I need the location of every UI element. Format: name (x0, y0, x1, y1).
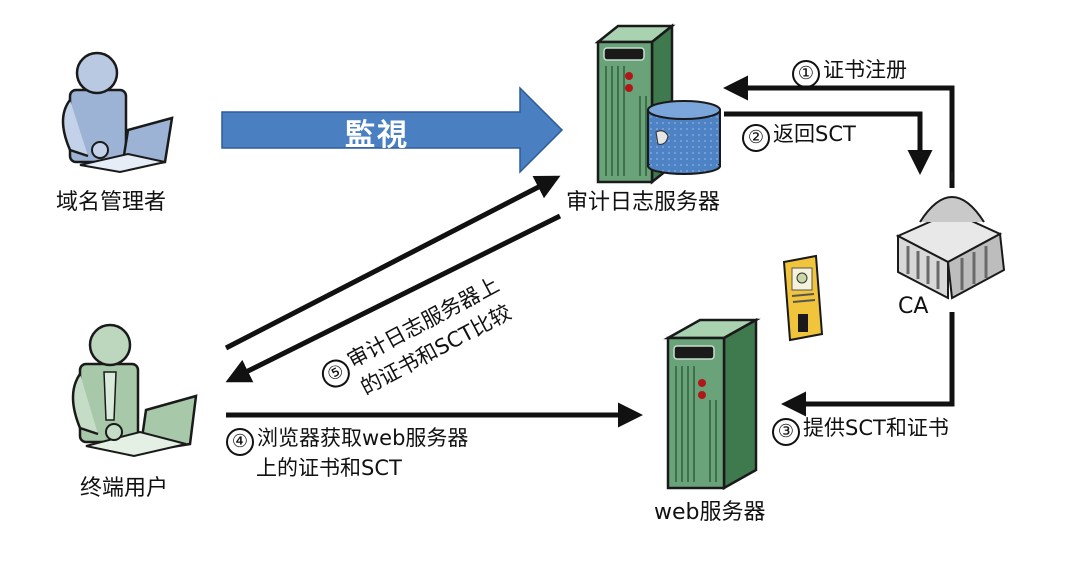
step-number: ③ (772, 418, 800, 446)
database-icon (647, 100, 721, 175)
monitor-arrow (221, 86, 564, 174)
step-number: ④ (226, 428, 254, 456)
step-number: ① (792, 60, 820, 88)
end-user-icon (71, 323, 198, 458)
certificate-icon (782, 254, 824, 342)
step3-arrow (781, 312, 955, 417)
step-number: ② (742, 124, 770, 152)
web-server-label: web服务器 (654, 500, 766, 525)
monitor-arrow-label: 監視 (345, 118, 409, 153)
end-user-label: 终端用户 (80, 476, 169, 501)
domain-admin-icon (61, 51, 174, 174)
ca-building-icon (895, 172, 1006, 300)
step1-arrow (723, 75, 955, 188)
web-server-icon (663, 317, 761, 491)
ca-label: CA (898, 294, 929, 319)
domain-admin-label: 域名管理者 (56, 190, 167, 215)
user-to-audit-arrow (224, 175, 561, 351)
audit-log-server-label: 审计日志服务器 (566, 190, 721, 215)
step2-arrow (724, 111, 933, 175)
step5-arrow (225, 213, 562, 383)
